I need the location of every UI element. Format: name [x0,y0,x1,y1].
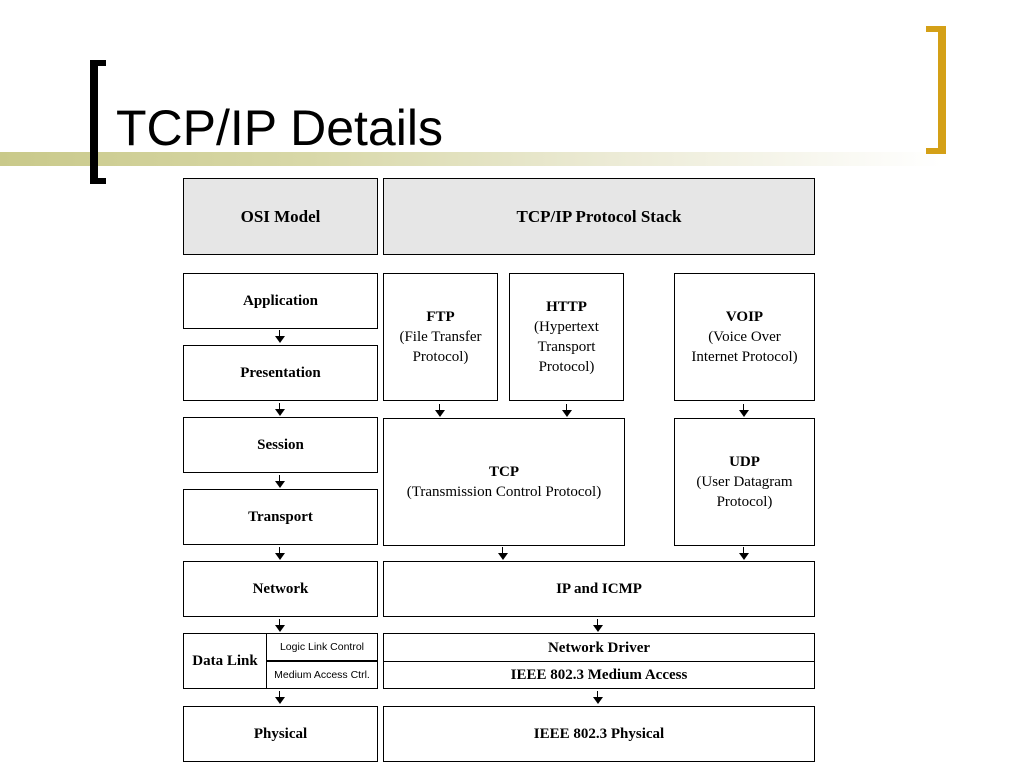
data-link-sublayer-llc: Logic Link Control [266,633,378,661]
voip-desc-line2: Internet Protocol) [691,349,798,365]
tcpip-stack-header: TCP/IP Protocol Stack [383,178,815,255]
protocol-box-network-driver: Network Driver [383,633,815,662]
arrow-http-to-tcp [562,404,572,417]
title-underline-bar [0,152,1024,166]
llc-label: Logic Link Control [279,641,365,653]
arrow-medium-access-to-physical [593,691,603,704]
left-bracket-decoration [90,60,106,184]
protocol-box-ip-icmp: IP and ICMP [383,561,815,617]
osi-model-header: OSI Model [183,178,378,255]
arrow-tcp-to-ip [498,547,508,560]
protocol-box-tcp: TCP (Transmission Control Protocol) [383,418,625,546]
arrow-udp-to-ip [739,547,749,560]
udp-desc-line1: (User Datagram [696,474,793,490]
osi-layer-transport: Transport [183,489,378,545]
osi-layer-data-link: Data Link [183,633,267,689]
osi-layer-application: Application [183,273,378,329]
mac-label: Medium Access Ctrl. [274,669,370,681]
osi-layer-presentation: Presentation [183,345,378,401]
protocol-box-voip: VOIP (Voice Over Internet Protocol) [674,273,815,401]
protocol-box-http: HTTP (Hypertext Transport Protocol) [509,273,624,401]
protocol-box-udp: UDP (User Datagram Protocol) [674,418,815,546]
voip-desc-line1: (Voice Over [708,329,781,345]
http-desc-line3: Protocol) [538,359,595,375]
protocol-box-ieee-physical: IEEE 802.3 Physical [383,706,815,762]
arrow-network-to-data-link [275,619,285,632]
protocol-box-ftp: FTP (File Transfer Protocol) [383,273,498,401]
ftp-name: FTP [426,309,455,325]
http-name: HTTP [546,299,587,315]
arrow-transport-to-network [275,547,285,560]
arrow-data-link-to-physical [275,691,285,704]
arrow-presentation-to-session [275,403,285,416]
http-desc-line2: Transport [537,339,596,355]
voip-name: VOIP [725,309,764,325]
osi-layer-network: Network [183,561,378,617]
slide-title: TCP/IP Details [116,100,443,156]
tcp-desc-line1: (Transmission Control Protocol) [406,484,602,500]
osi-layer-physical: Physical [183,706,378,762]
ftp-desc-line1: (File Transfer [399,329,482,345]
protocol-box-medium-access: IEEE 802.3 Medium Access [383,661,815,689]
right-bracket-decoration [926,26,946,154]
arrow-ip-to-network-driver [593,619,603,632]
tcp-name: TCP [489,464,519,480]
udp-name: UDP [729,454,760,470]
udp-desc-line2: Protocol) [716,494,773,510]
arrow-session-to-transport [275,475,285,488]
http-desc-line1: (Hypertext [534,319,599,335]
osi-layer-session: Session [183,417,378,473]
ftp-desc-line2: Protocol) [412,349,469,365]
data-link-sublayer-mac: Medium Access Ctrl. [266,661,378,689]
arrow-ftp-to-tcp [435,404,445,417]
arrow-application-to-presentation [275,330,285,343]
arrow-voip-to-udp [739,404,749,417]
